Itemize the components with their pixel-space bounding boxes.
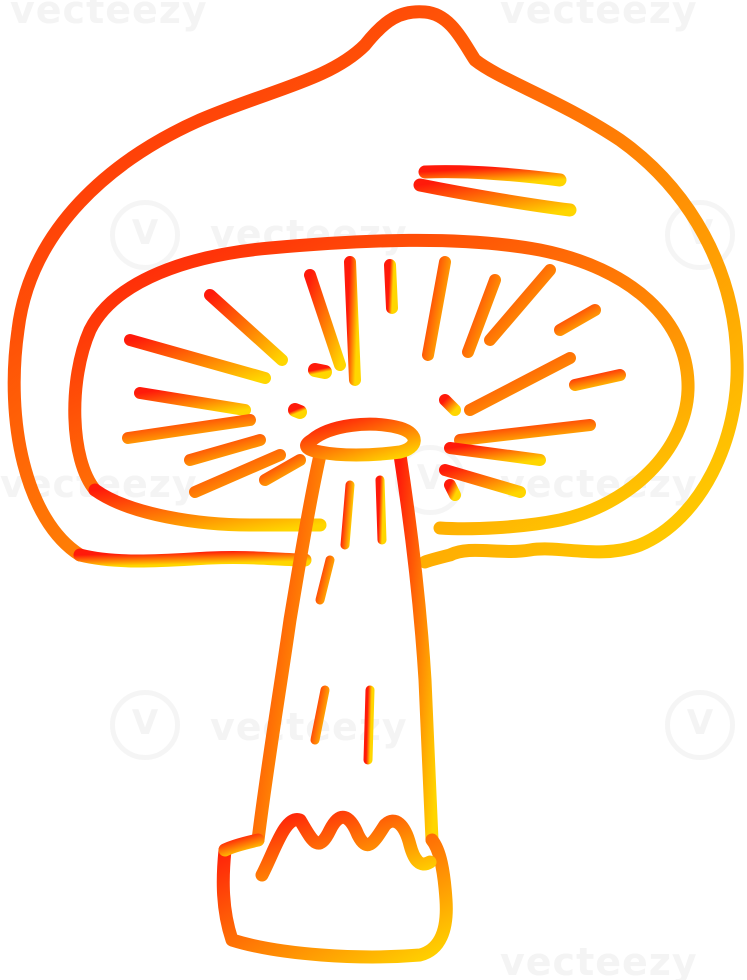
gill-stroke [484, 264, 556, 346]
gill-stroke [308, 363, 332, 379]
stem-texture [310, 685, 330, 745]
stem-texture [340, 480, 355, 550]
watermark-text: vecteezy [500, 940, 698, 980]
stem-base-jagged [255, 811, 437, 882]
watermark-text: vecteezy [500, 0, 698, 32]
gill-stroke [422, 256, 451, 361]
stem-texture [363, 685, 375, 765]
gill-stroke [122, 414, 256, 444]
cap-highlight [418, 165, 567, 187]
stem-texture [315, 555, 335, 605]
gill-stroke [444, 479, 461, 501]
gill-stroke [288, 403, 307, 419]
gill-stroke [304, 269, 346, 371]
watermark-text: vecteezy [210, 705, 408, 749]
gill-stroke [554, 304, 601, 336]
stem-texture [375, 475, 387, 545]
gill-stroke [184, 434, 266, 466]
gill-rim-left [88, 483, 327, 532]
gill-stroke [384, 259, 398, 314]
cap-outline-left-underside [73, 548, 312, 568]
stem-left [251, 448, 327, 847]
watermark-logo-icon [665, 200, 735, 270]
stem-base-left [218, 833, 265, 857]
watermark-text: vecteezy [500, 462, 698, 506]
gill-stroke [464, 352, 576, 416]
gill-stroke [462, 274, 501, 358]
watermark-logo-icon [110, 200, 180, 270]
watermark-text: vecteezy [10, 0, 208, 32]
cap-highlight [413, 178, 577, 217]
gill-stroke [189, 449, 286, 498]
gill-stroke [344, 256, 361, 386]
gill-stroke [454, 419, 596, 446]
stem-base [216, 833, 453, 964]
gill-stroke [124, 334, 271, 384]
gill-stroke [569, 369, 626, 391]
watermark-logo-icon [665, 690, 735, 760]
gill-stroke [444, 442, 546, 466]
gill-stroke [439, 464, 526, 498]
cap-outline [7, 5, 744, 569]
gill-stroke [439, 394, 461, 416]
stem-right [393, 448, 439, 847]
watermark-logo-icon [110, 690, 180, 760]
gill-stroke [134, 387, 251, 416]
stem-top [300, 417, 421, 462]
gill-stroke [259, 454, 306, 486]
gill-rim [68, 233, 695, 536]
gill-stroke [204, 289, 288, 366]
